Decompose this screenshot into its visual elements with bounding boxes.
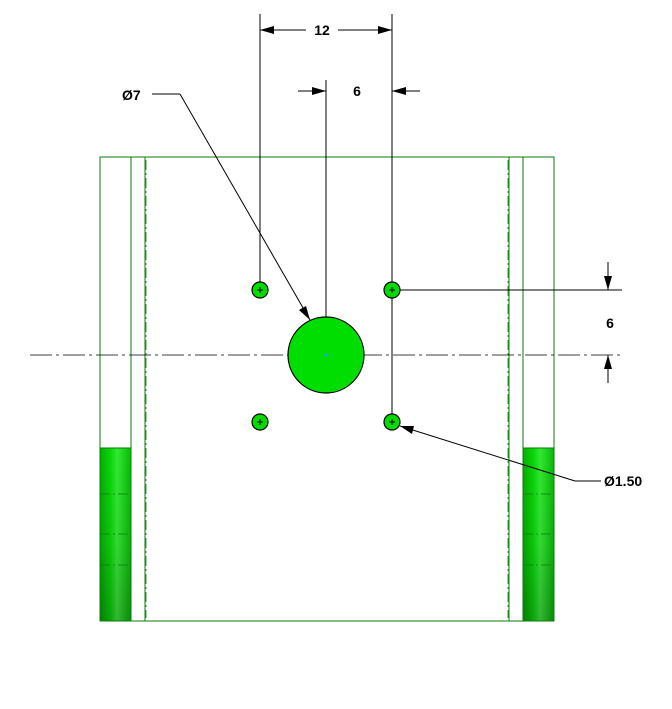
dim-label-12: 12 [314,22,330,38]
dimension-hole-spacing-horizontal: 12 [260,22,392,38]
part-body [99,156,555,622]
left-bend-strip [130,156,146,622]
right-flange [522,156,555,622]
small-hole-top-left [251,281,269,299]
dim-label-6-vertical: 6 [606,315,614,331]
dim-label-large-hole-diameter: Ø7 [122,87,141,103]
leader-small-hole: Ø1.50 [399,425,642,489]
left-flange [99,156,132,622]
holes [251,281,401,431]
small-hole-bottom-left [251,413,269,431]
extension-lines [259,14,622,422]
center-lines [30,80,622,356]
dim-label-6-horizontal: 6 [353,83,361,99]
dimension-center-offset: 6 [298,83,420,99]
dimension-hole-spacing-vertical: 6 [604,262,614,383]
small-hole-bottom-right [383,413,401,431]
dim-label-small-hole-diameter: Ø1.50 [604,473,642,489]
leader-large-hole: Ø7 [122,87,311,321]
right-bend-strip [508,156,524,622]
small-hole-top-right [383,281,401,299]
